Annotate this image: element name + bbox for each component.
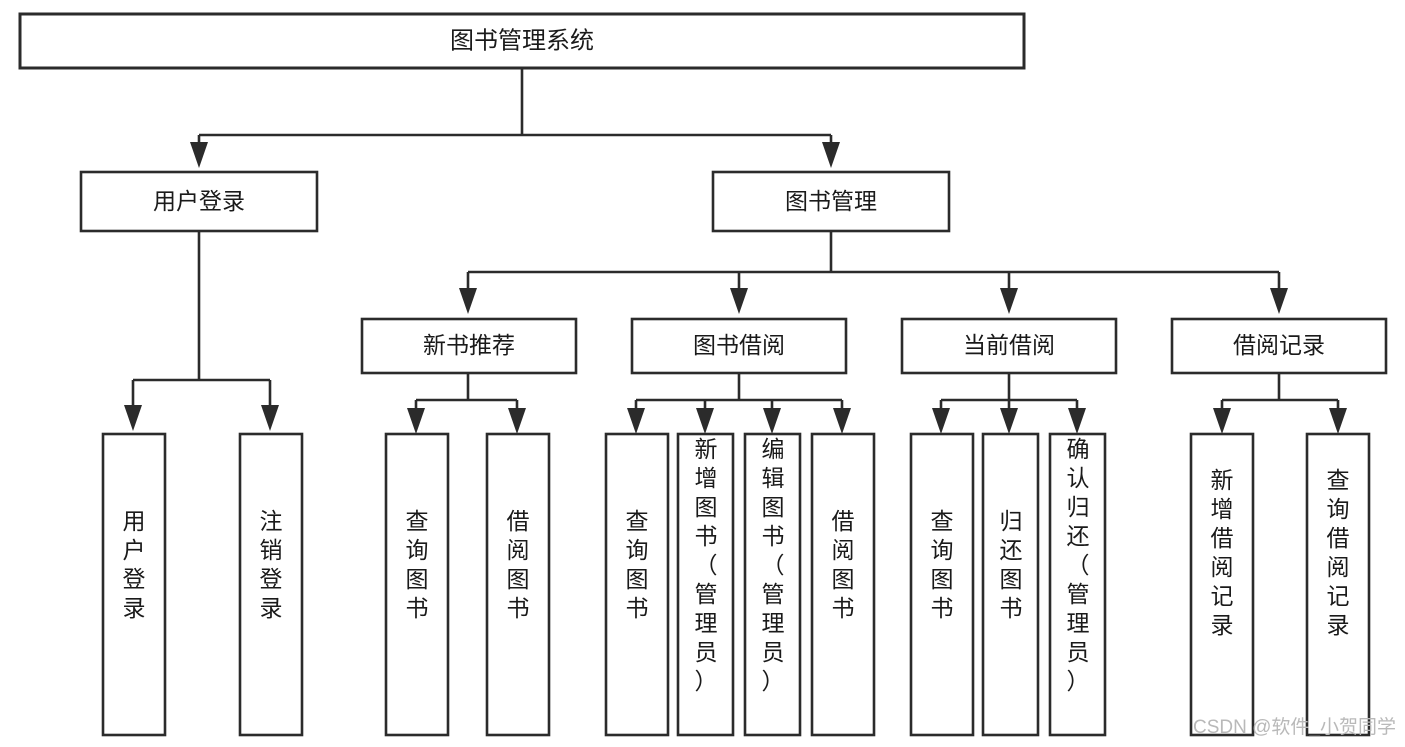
node-borrow-record[interactable]: 借阅记录 (1170, 317, 1388, 375)
node-leaf-borrow-book-1-label: 借阅图书 (507, 508, 530, 621)
node-leaf-query-book-1-rect[interactable] (384, 432, 450, 737)
node-leaf-add-record-label: 新增借阅记录 (1211, 467, 1234, 638)
arrow-to-leaf-query-book-3 (932, 408, 950, 434)
node-leaf-query-record-rect[interactable] (1305, 432, 1371, 737)
node-current-borrow-rect[interactable] (900, 317, 1118, 375)
node-new-book-recommend-rect[interactable] (360, 317, 578, 375)
node-leaf-logout-label: 注销登录 (260, 508, 283, 621)
node-leaf-return-book[interactable]: 归还图书 (981, 432, 1040, 737)
arrow-to-book-borrow (730, 288, 748, 314)
node-leaf-query-book-3[interactable]: 查询图书 (909, 432, 975, 737)
node-leaf-user-login-label: 用户登录 (123, 508, 146, 621)
node-leaf-query-book-3-label: 查询图书 (931, 508, 954, 621)
node-book-management[interactable]: 图书管理 (711, 170, 951, 233)
arrow-to-leaf-query-book-1 (407, 408, 425, 434)
node-leaf-query-record[interactable]: 查询借阅记录 (1305, 432, 1371, 737)
arrow-to-current-borrow (1000, 288, 1018, 314)
node-leaf-borrow-book-2-label: 借阅图书 (832, 508, 855, 621)
node-leaf-query-book-1-label: 查询图书 (406, 508, 429, 621)
node-book-borrow[interactable]: 图书借阅 (630, 317, 848, 375)
node-leaf-borrow-book-1[interactable]: 借阅图书 (485, 432, 551, 737)
node-leaf-borrow-book-2-rect[interactable] (810, 432, 876, 737)
node-leaf-add-book[interactable]: 新增图书（管理员） (676, 432, 735, 737)
arrow-to-user-login (190, 142, 208, 168)
node-leaf-return-book-rect[interactable] (981, 432, 1040, 737)
node-leaf-logout[interactable]: 注销登录 (238, 432, 304, 737)
node-book-borrow-label: 图书借阅 (693, 332, 785, 358)
node-user-login[interactable]: 用户登录 (79, 170, 319, 233)
node-leaf-confirm-return-rect[interactable] (1048, 432, 1107, 737)
node-leaf-edit-book[interactable]: 编辑图书（管理员） (743, 432, 802, 737)
node-root[interactable]: 图书管理系统 (18, 12, 1026, 70)
node-leaf-edit-book-rect[interactable] (743, 432, 802, 737)
arrow-to-leaf-query-book-2 (627, 408, 645, 434)
node-new-book-recommend[interactable]: 新书推荐 (360, 317, 578, 375)
node-leaf-query-record-label: 查询借阅记录 (1327, 467, 1350, 638)
node-current-borrow[interactable]: 当前借阅 (900, 317, 1118, 375)
node-leaf-query-book-2-rect[interactable] (604, 432, 670, 737)
node-leaf-confirm-return[interactable]: 确认归还（管理员） (1048, 432, 1107, 737)
node-leaf-query-book-3-rect[interactable] (909, 432, 975, 737)
node-leaf-add-book-rect[interactable] (676, 432, 735, 737)
node-leaf-user-login[interactable]: 用户登录 (101, 432, 167, 737)
node-leaf-edit-book-label: 编辑图书（管理员） (762, 436, 785, 694)
arrow-to-leaf-return-book (1000, 408, 1018, 434)
node-leaf-borrow-book-2[interactable]: 借阅图书 (810, 432, 876, 737)
arrow-to-new-book-recommend (459, 288, 477, 314)
arrow-to-leaf-logout (261, 405, 279, 431)
node-root-rect[interactable] (18, 12, 1026, 70)
node-user-login-rect[interactable] (79, 170, 319, 233)
node-leaf-logout-rect[interactable] (238, 432, 304, 737)
node-user-login-label: 用户登录 (153, 188, 245, 214)
arrow-to-leaf-add-record (1213, 408, 1231, 434)
node-book-management-label: 图书管理 (785, 188, 877, 214)
csdn-watermark: CSDN @软件_小贺同学 (1193, 716, 1396, 738)
node-book-borrow-rect[interactable] (630, 317, 848, 375)
node-leaf-query-book-2[interactable]: 查询图书 (604, 432, 670, 737)
arrow-to-borrow-record (1270, 288, 1288, 314)
node-borrow-record-label: 借阅记录 (1233, 332, 1325, 358)
node-leaf-confirm-return-label: 确认归还（管理员） (1067, 436, 1090, 694)
node-borrow-record-rect[interactable] (1170, 317, 1388, 375)
arrow-to-leaf-borrow-book-1 (508, 408, 526, 434)
arrow-to-leaf-borrow-book-2 (833, 408, 851, 434)
node-leaf-return-book-label: 归还图书 (1000, 508, 1023, 621)
arrow-to-leaf-edit-book (763, 408, 781, 434)
node-root-label: 图书管理系统 (450, 27, 594, 54)
node-new-book-recommend-label: 新书推荐 (423, 332, 515, 358)
node-leaf-query-book-1[interactable]: 查询图书 (384, 432, 450, 737)
arrow-to-leaf-add-book (696, 408, 714, 434)
node-leaf-add-record-rect[interactable] (1189, 432, 1255, 737)
node-leaf-borrow-book-1-rect[interactable] (485, 432, 551, 737)
node-leaf-query-book-2-label: 查询图书 (626, 508, 649, 621)
node-leaf-add-book-label: 新增图书（管理员） (695, 436, 718, 694)
node-leaf-add-record[interactable]: 新增借阅记录 (1189, 432, 1255, 737)
node-book-management-rect[interactable] (711, 170, 951, 233)
arrow-to-book-management (822, 142, 840, 168)
arrow-to-leaf-query-record (1329, 408, 1347, 434)
node-leaf-user-login-rect[interactable] (101, 432, 167, 737)
node-current-borrow-label: 当前借阅 (963, 332, 1055, 358)
arrow-to-leaf-user-login (124, 405, 142, 431)
connectors-layer (124, 68, 1347, 434)
arrow-to-leaf-confirm-return (1068, 408, 1086, 434)
